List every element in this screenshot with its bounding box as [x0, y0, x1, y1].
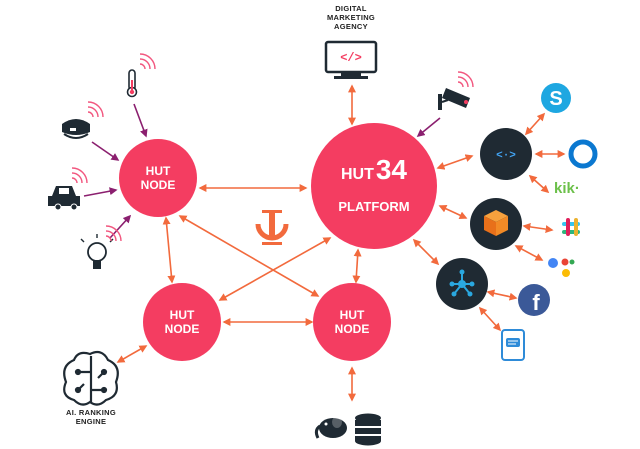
brain-icon	[63, 350, 119, 406]
hub1-skype-arrow	[524, 112, 546, 136]
svg-text:</>: </>	[340, 51, 362, 65]
thermometer-arrow	[133, 103, 148, 138]
hut-node-1	[119, 139, 197, 217]
skype-icon: S	[541, 83, 571, 113]
car-arrow	[83, 187, 118, 197]
agency-line1: DIGITAL	[335, 4, 367, 13]
hut-node-1-line2: NODE	[140, 178, 176, 192]
agency-label: DIGITAL MARKETING AGENCY	[306, 4, 396, 31]
platform-subtitle: PLATFORM	[338, 199, 410, 214]
hut-node-1-label: HUT NODE	[128, 164, 188, 192]
facebook-icon: f	[518, 284, 550, 316]
hub2-google-arrow	[514, 245, 544, 261]
code-monitor-icon: </>	[324, 40, 378, 79]
hub2-slack-arrow	[522, 222, 554, 234]
platform-brand: HUT34	[324, 154, 424, 186]
vr-arrow	[91, 141, 120, 161]
ai-engine-label: AI. RANKING ENGINE	[46, 408, 136, 426]
signal-waves-icon	[457, 71, 474, 88]
platform-hub2-arrow	[438, 205, 468, 219]
hub3-facebook-arrow	[486, 289, 518, 301]
device-arrows	[83, 103, 441, 239]
hut-node-3	[313, 283, 391, 361]
hut-node-3-line2: NODE	[334, 322, 370, 336]
signal-waves-icon	[71, 167, 88, 184]
hut-node-3-label: HUT NODE	[322, 308, 382, 336]
hub1-kik-arrow	[528, 174, 550, 194]
thermometer-icon	[126, 69, 138, 98]
lightbulb-icon	[80, 234, 114, 269]
hut-node-1-line1: HUT	[145, 164, 171, 178]
ai-engine-line1: AI. RANKING	[66, 408, 116, 417]
database-icon	[355, 413, 381, 446]
svg-text:f: f	[532, 290, 540, 315]
elephant-icon	[314, 416, 347, 439]
hub3-phone-arrow	[478, 306, 502, 332]
agency-line3: AGENCY	[334, 22, 368, 31]
agency-line2: MARKETING	[326, 13, 376, 22]
network-hub	[436, 258, 488, 310]
kik-icon: kik·	[554, 180, 580, 197]
code-brackets-icon: <·>	[496, 150, 516, 162]
signal-waves-icon	[139, 53, 156, 70]
car-icon	[48, 186, 80, 211]
box-hub	[470, 198, 522, 250]
signal-waves-icon	[87, 101, 104, 118]
hut-node-2-line2: NODE	[164, 322, 200, 336]
ai-engine-line2: ENGINE	[75, 417, 107, 426]
platform-brand-number: 34	[375, 154, 408, 185]
phone-chat-icon	[501, 329, 525, 361]
hut-node-3-line1: HUT	[339, 308, 365, 322]
hut-node-2-line1: HUT	[169, 308, 195, 322]
cortana-ring-icon	[568, 139, 598, 169]
google-assistant-icon	[548, 258, 575, 277]
slack-icon	[562, 218, 580, 236]
platform-node	[311, 123, 437, 249]
cctv-camera-icon	[438, 88, 470, 110]
signal-waves-icon	[105, 225, 122, 242]
node1-node2-arrow	[162, 216, 176, 284]
svg-text:S: S	[549, 88, 562, 110]
platform-hub1-arrow	[436, 154, 474, 170]
vr-headset-icon	[62, 119, 90, 139]
node2-platform-arrow	[218, 237, 332, 301]
hut-node-2-label: HUT NODE	[152, 308, 212, 336]
platform-brand-prefix: HUT	[340, 166, 374, 183]
code-hub: <·>	[480, 128, 532, 180]
hut-node-2	[143, 283, 221, 361]
platform-node3-arrow	[352, 248, 362, 284]
power-logo-icon	[255, 210, 289, 245]
platform-hub3-arrow	[412, 238, 440, 266]
cctv-arrow	[416, 117, 441, 138]
node2-ai-arrow	[116, 345, 148, 363]
connection-arrows	[116, 84, 566, 402]
